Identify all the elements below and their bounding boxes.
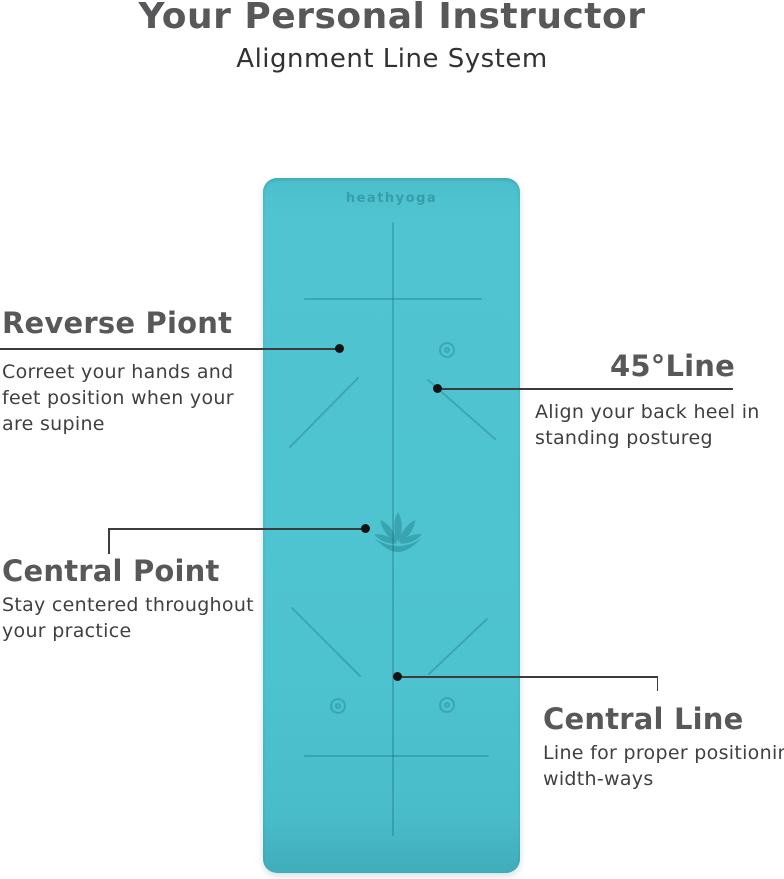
central-point-heading: Central Point xyxy=(2,554,220,588)
yoga-mat: heathyoga xyxy=(263,178,520,873)
central-line-description: Line for proper positioning, width-ways xyxy=(543,742,784,790)
central-point-dot xyxy=(361,524,370,533)
brand-text: heathyoga xyxy=(345,191,438,206)
lower-right-45-line xyxy=(428,618,488,675)
page-title: Your Personal Instructor xyxy=(138,0,646,37)
line-45-description: Align your back heel in standing posture… xyxy=(535,401,760,449)
target-ring-icon-lower-left xyxy=(330,698,346,714)
central-line-heading: Central Line xyxy=(543,702,744,736)
line-45-dot xyxy=(433,384,442,393)
reverse-point-dot xyxy=(335,344,344,353)
central-point-connector-line xyxy=(108,528,366,530)
central-line-connector-line xyxy=(397,676,658,678)
central-line-dot xyxy=(393,672,402,681)
reverse-point-connector-line xyxy=(0,348,339,350)
lower-left-45-line xyxy=(291,607,361,677)
line-45-heading: 45°Line xyxy=(610,349,735,383)
upper-left-45-line xyxy=(289,377,359,448)
target-ring-icon-lower-right xyxy=(439,697,455,713)
central-line-connector-elbow xyxy=(656,676,658,691)
alignment-markings xyxy=(289,222,496,836)
line-45-connector-line xyxy=(437,388,733,390)
central-point-description: Stay centered throughout your practice xyxy=(2,594,254,642)
page-subtitle: Alignment Line System xyxy=(236,44,548,74)
target-ring-icon-upper xyxy=(439,342,455,358)
central-point-connector-elbow xyxy=(108,528,110,554)
reverse-point-heading: Reverse Piont xyxy=(2,306,233,340)
lotus-icon xyxy=(374,512,422,552)
reverse-point-description: Correet your hands and feet position whe… xyxy=(2,361,234,435)
